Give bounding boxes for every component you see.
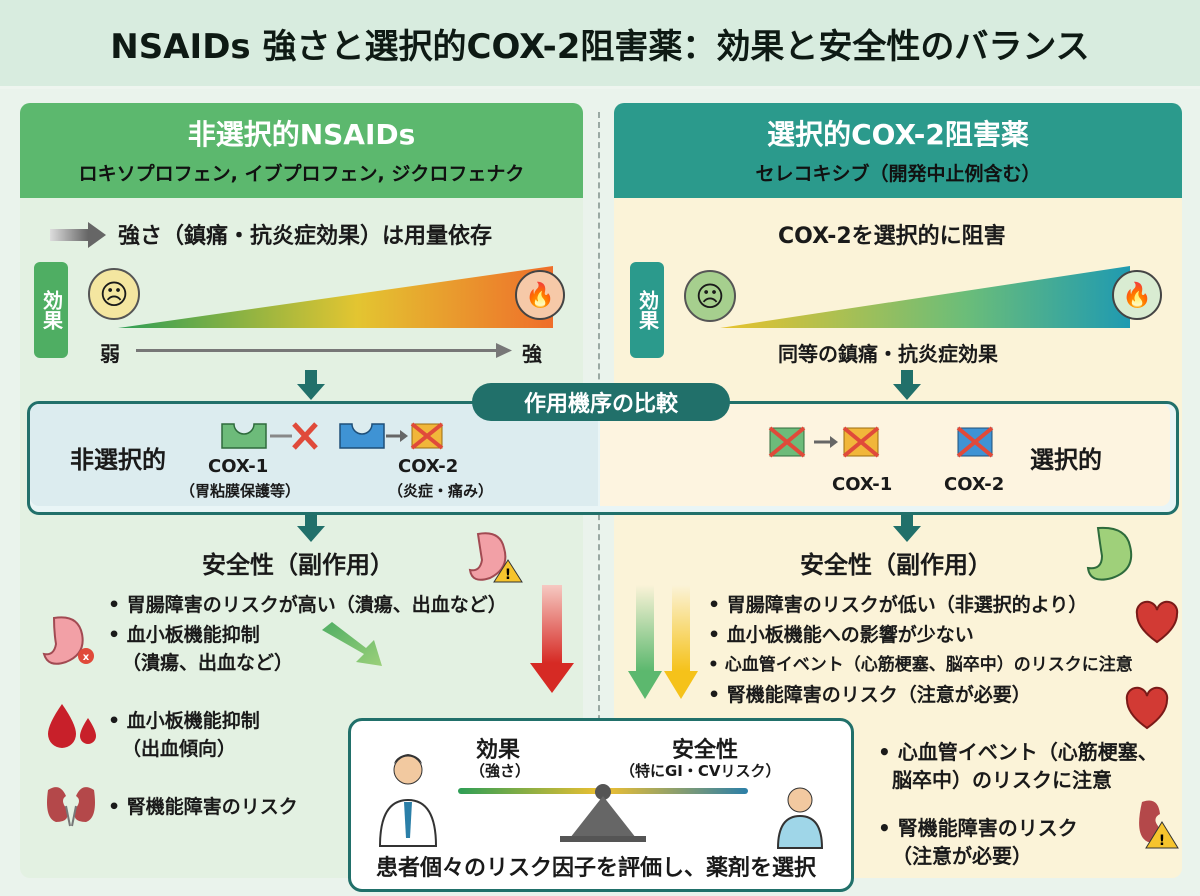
equal-note: 同等の鎮痛・抗炎症効果 bbox=[778, 342, 998, 366]
cox1-label: COX-1 bbox=[208, 456, 269, 477]
right-extra-kidney-2: （注意が必要） bbox=[892, 844, 1032, 868]
selective-note: COX-2を選択的に阻害 bbox=[778, 224, 1006, 249]
right-header-subtitle: セレコキシブ（開発中止例含む） bbox=[755, 163, 1041, 185]
cox2-note: （炎症・痛み） bbox=[388, 482, 494, 500]
left-bullet-kidney: • 腎機能障害のリスク bbox=[108, 796, 298, 818]
green-yellow-down-arrows bbox=[628, 585, 698, 699]
balance-effect-sub: （強さ） bbox=[470, 762, 531, 780]
balance-effect: 効果 bbox=[476, 738, 521, 763]
right-header-title: 選択的COX-2阻害薬 bbox=[767, 118, 1029, 151]
left-bullet-platelet-2: • 血小板機能抑制 bbox=[108, 710, 260, 732]
left-header: 非選択的NSAIDs ロキソプロフェン, イブプロフェン, ジクロフェナク bbox=[20, 103, 583, 198]
mechanism-badge: 作用機序の比較 bbox=[472, 383, 730, 421]
right-cox2-label: COX-2 bbox=[944, 474, 1005, 495]
right-cox1-label: COX-1 bbox=[832, 474, 893, 495]
page-title: NSAIDs 強さと選択的COX-2阻害薬：効果と安全性のバランス bbox=[0, 0, 1200, 89]
right-effect-tag: 効果 bbox=[630, 262, 664, 358]
non-selective-label: 非選択的 bbox=[70, 446, 166, 474]
right-bullet-kidney: • 腎機能障害のリスク（注意が必要） bbox=[708, 684, 1031, 706]
left-header-subtitle: ロキソプロフェン, イブプロフェン, ジクロフェナク bbox=[78, 163, 525, 185]
right-bullet-cv: • 心血管イベント（心筋梗塞、脳卒中）のリスクに注意 bbox=[708, 655, 1133, 675]
left-header-title: 非選択的NSAIDs bbox=[187, 118, 416, 151]
red-down-arrow bbox=[530, 585, 574, 693]
svg-text:x: x bbox=[83, 652, 90, 663]
sad-face-icon: ☹ bbox=[88, 268, 140, 320]
left-bullet-platelet-1-note: （潰瘍、出血など） bbox=[122, 652, 294, 674]
fire-icon: 🔥 bbox=[515, 270, 565, 320]
heart-icon bbox=[1135, 600, 1179, 644]
left-bullet-platelet-1: • 血小板機能抑制 bbox=[108, 624, 260, 646]
right-bullet-platelet: • 血小板機能への影響が少ない bbox=[708, 624, 974, 646]
strong-label: 強 bbox=[522, 342, 542, 366]
stomach-warning-icon: ! bbox=[468, 532, 523, 583]
cox2-blocked-icon bbox=[339, 422, 444, 450]
svg-text:!: ! bbox=[1159, 833, 1165, 849]
left-strength-gradient bbox=[118, 266, 553, 328]
heart-icon bbox=[1125, 686, 1169, 730]
down-arrow-icon bbox=[893, 512, 921, 542]
right-header: 選択的COX-2阻害薬 セレコキシブ（開発中止例含む） bbox=[614, 103, 1182, 198]
balance-safety-sub: （特にGI・CVリスク） bbox=[620, 762, 781, 780]
kidney-warning-icon: ! bbox=[1139, 800, 1179, 849]
right-extra-cv-1: • 心血管イベント（心筋梗塞、 bbox=[878, 740, 1158, 764]
kidney-icon bbox=[47, 787, 95, 827]
blood-drop-icon bbox=[48, 704, 96, 748]
selective-label: 選択的 bbox=[1030, 446, 1102, 474]
left-bullet-platelet-2-note: （出血傾向） bbox=[122, 738, 237, 760]
left-effect-label: 効果 bbox=[39, 290, 64, 330]
gray-arrow-icon bbox=[50, 222, 106, 248]
selective-cox-icons bbox=[768, 426, 994, 458]
down-arrow-icon bbox=[893, 370, 921, 400]
cox1-note: （胃粘膜保護等） bbox=[180, 482, 301, 500]
green-diagonal-arrow bbox=[322, 622, 382, 666]
fire-icon-right: 🔥 bbox=[1112, 270, 1162, 320]
right-extra-kidney-1: • 腎機能障害のリスク bbox=[878, 816, 1078, 840]
right-safety-title: 安全性（副作用） bbox=[800, 551, 992, 579]
mechanism-left-area bbox=[30, 404, 598, 506]
cox1-blocked-icon bbox=[221, 422, 318, 450]
strength-note: 強さ（鎮痛・抗炎症効果）は用量依存 bbox=[118, 224, 493, 249]
svg-text:!: ! bbox=[505, 567, 511, 583]
right-effect-label: 効果 bbox=[635, 290, 660, 330]
cox2-label: COX-2 bbox=[398, 456, 459, 477]
right-bullet-gi: • 胃腸障害のリスクが低い（非選択的より） bbox=[708, 594, 1088, 616]
stomach-pain-icon: x bbox=[42, 616, 94, 665]
mechanism-right-area bbox=[600, 404, 1170, 506]
left-effect-tag: 効果 bbox=[34, 262, 68, 358]
left-bullet-gi: • 胃腸障害のリスクが高い（潰瘍、出血など） bbox=[108, 594, 507, 616]
down-arrow-icon bbox=[297, 370, 325, 400]
right-strength-gradient bbox=[720, 266, 1130, 328]
healthy-stomach-icon bbox=[1086, 526, 1133, 581]
balance-safety: 安全性 bbox=[672, 738, 739, 763]
balance-scale-icon bbox=[378, 754, 824, 849]
right-extra-cv-2: 脳卒中）のリスクに注意 bbox=[892, 768, 1112, 792]
balance-conclusion: 患者個々のリスク因子を評価し、薬剤を選択 bbox=[376, 856, 817, 881]
weak-label: 弱 bbox=[100, 342, 120, 366]
left-safety-title: 安全性（副作用） bbox=[202, 551, 394, 579]
down-arrow-icon bbox=[297, 512, 325, 542]
neutral-face-icon: ☹ bbox=[684, 270, 736, 322]
weak-strong-arrow bbox=[136, 343, 512, 358]
